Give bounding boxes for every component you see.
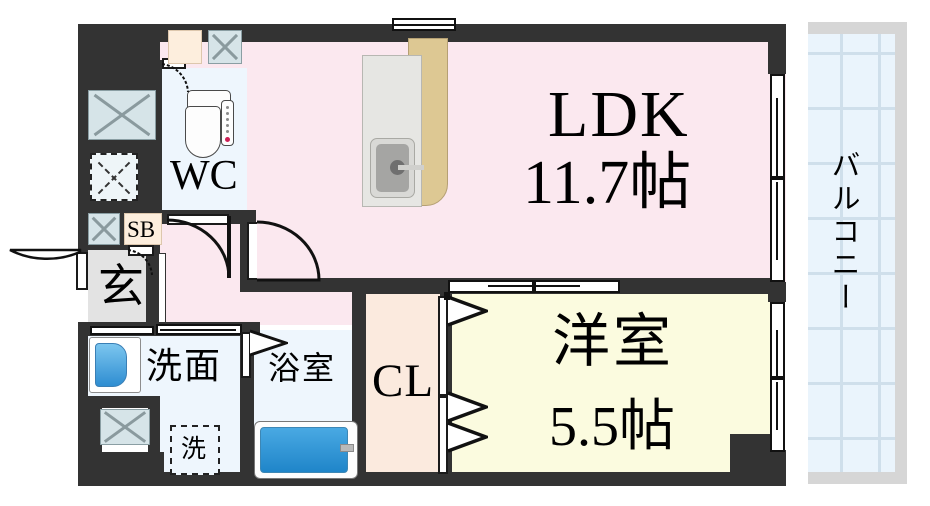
western-room-name-label: 洋室 xyxy=(552,309,675,374)
closet-door-chevron-1 xyxy=(447,295,488,327)
toilet-panel-dot4 xyxy=(226,124,229,127)
kitchen-window-line xyxy=(394,24,454,26)
senmen-storage-box xyxy=(100,409,150,445)
toilet-control-panel xyxy=(221,100,234,146)
wc-label: WC xyxy=(170,153,238,199)
pipe-space-box xyxy=(168,30,202,64)
genkan-label: 玄 xyxy=(98,261,144,312)
wall-right-top xyxy=(768,24,786,74)
balcony-door-lower-line xyxy=(776,330,778,376)
balcony-outer-rail xyxy=(808,22,907,34)
shoe-cupboard-swing-arc xyxy=(127,249,153,276)
washing-machine-label: 洗 xyxy=(181,436,207,463)
toilet-panel-dot5 xyxy=(226,130,229,133)
washbasin-bowl xyxy=(95,343,127,387)
toilet-flush-button xyxy=(225,137,230,142)
wall-top xyxy=(78,24,786,42)
wall-lower-left-block2 xyxy=(78,452,164,486)
room-top-left-jamb xyxy=(444,292,450,300)
toilet-panel-dot1 xyxy=(226,106,229,109)
closet-door-panel-lower[interactable] xyxy=(438,396,448,474)
toilet-bowl xyxy=(185,106,221,158)
room-partition-line-left xyxy=(488,285,532,287)
entrance-door-leaf[interactable] xyxy=(76,252,88,290)
ldk-entry-door-arc xyxy=(256,220,321,282)
balcony-door-upper-line xyxy=(776,98,778,176)
ldk-name-label: LDK xyxy=(548,78,690,151)
room-partition-line-right xyxy=(536,285,580,287)
wall-senmen-inner xyxy=(88,396,160,408)
ldk-area-label: 11.7帖 xyxy=(523,149,692,217)
entrance-door-swing-arc xyxy=(9,248,82,261)
balcony-door-upper2-line xyxy=(776,182,778,260)
wc-door-swing-arc xyxy=(161,63,189,93)
closet-door-chevron-2 xyxy=(447,391,488,423)
balcony-outer-rail-right xyxy=(895,22,907,484)
bathtub-water xyxy=(260,427,348,473)
balcony-label: バルコニー xyxy=(827,150,859,315)
shoe-box xyxy=(124,213,162,245)
western-room-floor-ext xyxy=(448,294,730,484)
bathroom-label: 浴室 xyxy=(268,350,337,386)
western-room-area-label: 5.5帖 xyxy=(549,396,675,458)
balcony-area xyxy=(808,22,907,484)
toilet-panel-dot3 xyxy=(226,118,229,121)
washing-machine-space xyxy=(170,425,220,475)
senmen-sliding-door-line xyxy=(160,329,236,331)
closet-door-panel-upper[interactable] xyxy=(438,296,448,396)
balcony-outer-rail-bottom xyxy=(808,472,907,484)
balcony-door-lower2-line xyxy=(776,382,778,430)
senmen-sliding-door[interactable] xyxy=(90,326,154,335)
hallway-door-left-jamb xyxy=(227,216,231,278)
kitchen-faucet-base xyxy=(390,160,405,175)
meter-box-dashed xyxy=(90,153,138,201)
toilet-panel-dot2 xyxy=(226,112,229,115)
bathtub-drain xyxy=(340,444,354,452)
wall-genkan-right xyxy=(146,250,160,334)
shaft-box-large xyxy=(88,90,156,140)
senmen-label: 洗面 xyxy=(146,346,223,386)
closet-label: CL xyxy=(372,355,435,407)
kitchen-faucet-spout xyxy=(398,165,424,170)
bathroom-door-chevron xyxy=(249,329,288,357)
shaft-box-top-right xyxy=(208,30,242,64)
shaft-box-small xyxy=(88,213,120,245)
closet-door-chevron-3 xyxy=(447,421,488,453)
closet-floor xyxy=(362,294,448,484)
shoe-box-label: SB xyxy=(127,217,156,242)
hallway-door-left-arc xyxy=(166,218,231,279)
genkan-step-edge xyxy=(158,253,166,323)
